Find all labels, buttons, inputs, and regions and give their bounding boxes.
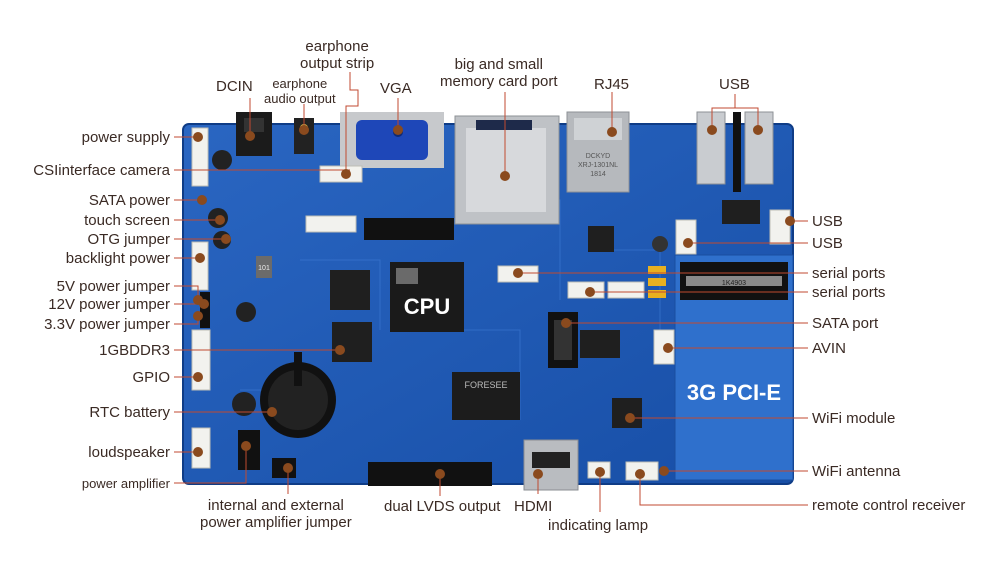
label-sata-power: SATA power <box>88 192 170 209</box>
cpu-chip: CPU <box>390 262 464 332</box>
label-hdmi: HDMI <box>514 498 553 515</box>
marker-dots <box>193 125 795 479</box>
indicator-leds <box>648 266 666 298</box>
mini-pcie-slot: 1K4903 <box>680 262 788 300</box>
emmc-chip: FORESEE <box>452 372 520 420</box>
label-power-supply: power supply <box>81 129 170 146</box>
label-csi-camera: CSIinterface camera <box>33 162 170 179</box>
misc-chips <box>580 200 760 428</box>
vga-port <box>340 112 444 168</box>
label-loudspeaker: loudspeaker <box>88 444 170 461</box>
inductor: 101 <box>256 256 272 278</box>
label-sata-port: SATA port <box>812 315 879 332</box>
inductor-text: 101 <box>258 265 270 272</box>
usb-ports-top <box>696 111 774 192</box>
label-usb-right-2: USB <box>812 235 843 252</box>
label-ddr3: 1GBDDR3 <box>99 342 170 359</box>
label-dcin: DCIN <box>216 78 253 95</box>
ddr3-chips <box>330 270 372 362</box>
label-12v-power-jumper: 12V power jumper <box>48 296 170 313</box>
label-memory-card-port: big and small memory card port <box>440 56 558 90</box>
label-serial-ports-1: serial ports <box>812 265 886 282</box>
label-earphone-output-strip: earphone output strip <box>300 38 375 72</box>
rtc-battery-holder <box>260 352 336 438</box>
label-usb-top: USB <box>719 76 750 93</box>
label-wifi-module: WiFi module <box>812 410 896 427</box>
hdmi-port <box>523 439 579 491</box>
label-rj45: RJ45 <box>594 76 630 93</box>
label-earphone-audio-output: earphone audio output <box>264 76 336 106</box>
label-33v-power-jumper: 3.3V power jumper <box>44 316 170 333</box>
label-serial-ports-2: serial ports <box>812 284 886 301</box>
label-touch-screen: touch screen <box>84 212 170 229</box>
label-power-amplifier: power amplifier <box>81 476 170 491</box>
label-gpio: GPIO <box>132 369 170 386</box>
cpu-label: CPU <box>404 294 450 319</box>
label-otg-jumper: OTG jumper <box>87 231 170 248</box>
label-indicating-lamp: indicating lamp <box>548 517 649 534</box>
label-dual-lvds: dual LVDS output <box>384 498 501 515</box>
memory-card-slot <box>454 115 560 225</box>
label-backlight-power: backlight power <box>65 250 170 267</box>
emmc-text: FORESEE <box>464 380 507 390</box>
mini-pcie-text: 1K4903 <box>722 280 746 287</box>
label-amp-jumper: internal and external power amplifier ju… <box>200 497 352 531</box>
label-rtc-battery: RTC battery <box>89 404 170 421</box>
label-5v-power-jumper: 5V power jumper <box>56 278 170 295</box>
label-remote-receiver: remote control receiver <box>812 497 966 514</box>
label-usb-right-1: USB <box>812 213 843 230</box>
pcie-label: 3G PCI-E <box>687 380 781 405</box>
label-vga: VGA <box>380 80 412 97</box>
label-avin: AVIN <box>812 340 846 357</box>
label-wifi-antenna: WiFi antenna <box>812 463 901 480</box>
